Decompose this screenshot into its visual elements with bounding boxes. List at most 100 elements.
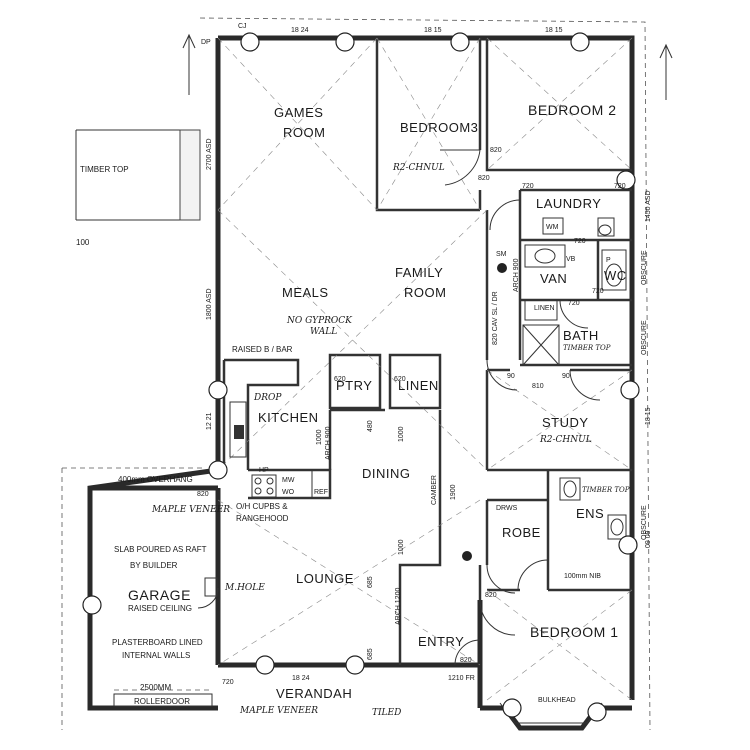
control-joints (82, 32, 640, 722)
dim-820a: 820 (490, 147, 502, 154)
wo-label: WO (282, 489, 295, 496)
room-dining: DINING (362, 466, 411, 481)
room-bedroom2: BEDROOM 2 (528, 102, 617, 118)
room-ptry: PTRY (336, 378, 372, 393)
dim-1000a: 1000 (398, 426, 405, 442)
dim-720d: 720 (592, 288, 604, 295)
note-no-gyprock-1: NO GYPROCK (286, 316, 353, 326)
timber-top-label: TIMBER TOP (80, 165, 129, 174)
dim-arch1200: ARCH 1200 (395, 588, 402, 625)
dim-obscure-2: OBSCURE (641, 320, 648, 355)
cj-label: CJ (238, 23, 247, 30)
cupbs-label: O/H CUPBS & (236, 502, 288, 511)
dim-1000c: 1000 (316, 429, 323, 445)
dim-arch900b: ARCH 900 (325, 426, 332, 460)
dim-810: 810 (532, 383, 544, 390)
timber-top-area: TIMBER TOP 100 (75, 129, 201, 247)
drws-label: DRWS (496, 505, 518, 512)
plaster-2-label: INTERNAL WALLS (122, 651, 190, 660)
dim-720b: 720 (614, 183, 626, 190)
dim-620b: 620 (394, 376, 406, 383)
wm-label: WM (546, 224, 559, 231)
dim-820d: 820 (485, 592, 497, 599)
dim-1900: 1900 (450, 484, 457, 500)
sm-label: SM (496, 251, 507, 258)
fixtures (204, 217, 627, 597)
p-label: P (606, 257, 611, 264)
dim-820c: 820 (197, 491, 209, 498)
rollerdoor-width-label: 2500MM (140, 683, 171, 692)
note-maple-veneer-2: MAPLE VENEER (239, 706, 318, 716)
nib-label: 100mm NIB (564, 573, 601, 580)
room-meals: MEALS (282, 285, 329, 300)
slab-2-label: BY BUILDER (130, 561, 178, 570)
note-timber-top-bath: TIMBER TOP (563, 344, 611, 352)
dim-right-1815: 18 15 (645, 407, 652, 425)
note-tiled: TILED (372, 708, 401, 718)
dim-480: 480 (367, 420, 374, 432)
rollerdoor-label: ROLLERDOOR (134, 697, 190, 706)
rangehood-label: RANGEHOOD (236, 514, 289, 523)
dim-720a: 720 (522, 183, 534, 190)
left-100-label: 100 (76, 238, 90, 247)
ceiling-diagonals (217, 37, 633, 701)
ref-label: REF (314, 489, 328, 496)
dim-720e: 720 (568, 300, 580, 307)
mw-label: MW (282, 477, 295, 484)
overhang-label: 400mm OVERHANG (118, 475, 193, 484)
note-drop-kitchen: DROP (253, 393, 282, 403)
room-ens: ENS (576, 506, 604, 521)
dim-685b: 685 (367, 648, 374, 660)
dim-820e: 820 (460, 657, 472, 664)
dim-right-0909: 09 09 (645, 530, 652, 548)
plaster-1-label: PLASTERBOARD LINED (112, 638, 203, 647)
room-study: STUDY (542, 415, 589, 430)
room-labels: GAMES ROOM BEDROOM3 BEDROOM 2 LAUNDRY VA… (128, 102, 627, 701)
room-bedroom1: BEDROOM 1 (530, 624, 619, 640)
note-hole: M.HOLE (224, 583, 265, 593)
dp-label: DP (201, 39, 211, 46)
dimension-labels: 18 24 18 15 18 15 2700 ASD 1800 ASD 1450… (197, 27, 652, 686)
room-games-1: GAMES (274, 105, 323, 120)
dim-720c: 720 (574, 238, 586, 245)
slab-1-label: SLAB POURED AS RAFT (114, 545, 207, 554)
dim-1000b: 1000 (398, 539, 405, 555)
dim-top-1815b: 18 15 (545, 27, 563, 34)
doors (197, 149, 601, 666)
dim-1800-asd: 1800 ASD (206, 288, 213, 320)
linen-small-label: LINEN (534, 305, 555, 312)
room-kitchen: KITCHEN (258, 410, 319, 425)
room-linen: LINEN (398, 378, 439, 393)
room-laundry: LAUNDRY (536, 196, 601, 211)
room-van: VAN (540, 271, 567, 286)
dim-1450-asd: 1450 ASD (645, 190, 652, 222)
raised-bar-label: RAISED B / BAR (232, 345, 293, 354)
smoke-detector-icon (462, 263, 507, 561)
note-maple-veneer-1: MAPLE VENEER (151, 505, 230, 515)
room-bedroom3: BEDROOM3 (400, 120, 478, 135)
dim-720f: 720 (222, 679, 234, 686)
dim-685a: 685 (367, 576, 374, 588)
property-boundary (61, 17, 651, 731)
hp-label: HP (259, 467, 269, 474)
dim-90a: 90 (507, 373, 515, 380)
dim-top-1824: 18 24 (291, 27, 309, 34)
room-lounge: LOUNGE (296, 571, 354, 586)
handwritten-notes: R2-CHNUL NO GYPROCK WALL DROP MAPLE VENE… (151, 163, 630, 718)
raised-ceiling-label: RAISED CEILING (128, 604, 192, 613)
cav-sl-label: 820 CAV SL / DR (492, 291, 499, 345)
room-wc: WC (604, 268, 627, 283)
vb-label: VB (566, 256, 576, 263)
room-entry: ENTRY (418, 634, 464, 649)
dim-90b: 90 (562, 373, 570, 380)
room-garage: GARAGE (128, 587, 191, 603)
notes: RAISED B / BAR 400mm OVERHANG O/H CUPBS … (112, 23, 611, 706)
room-family-2: ROOM (404, 285, 446, 300)
note-no-gyprock-2: WALL (310, 327, 337, 337)
dim-bottom-1824: 18 24 (292, 675, 310, 682)
dim-820b: 820 (478, 175, 490, 182)
north-arrow-icon (182, 33, 673, 100)
dim-2700-asd: 2700 ASD (206, 138, 213, 170)
bulkhead-label: BULKHEAD (538, 697, 576, 704)
